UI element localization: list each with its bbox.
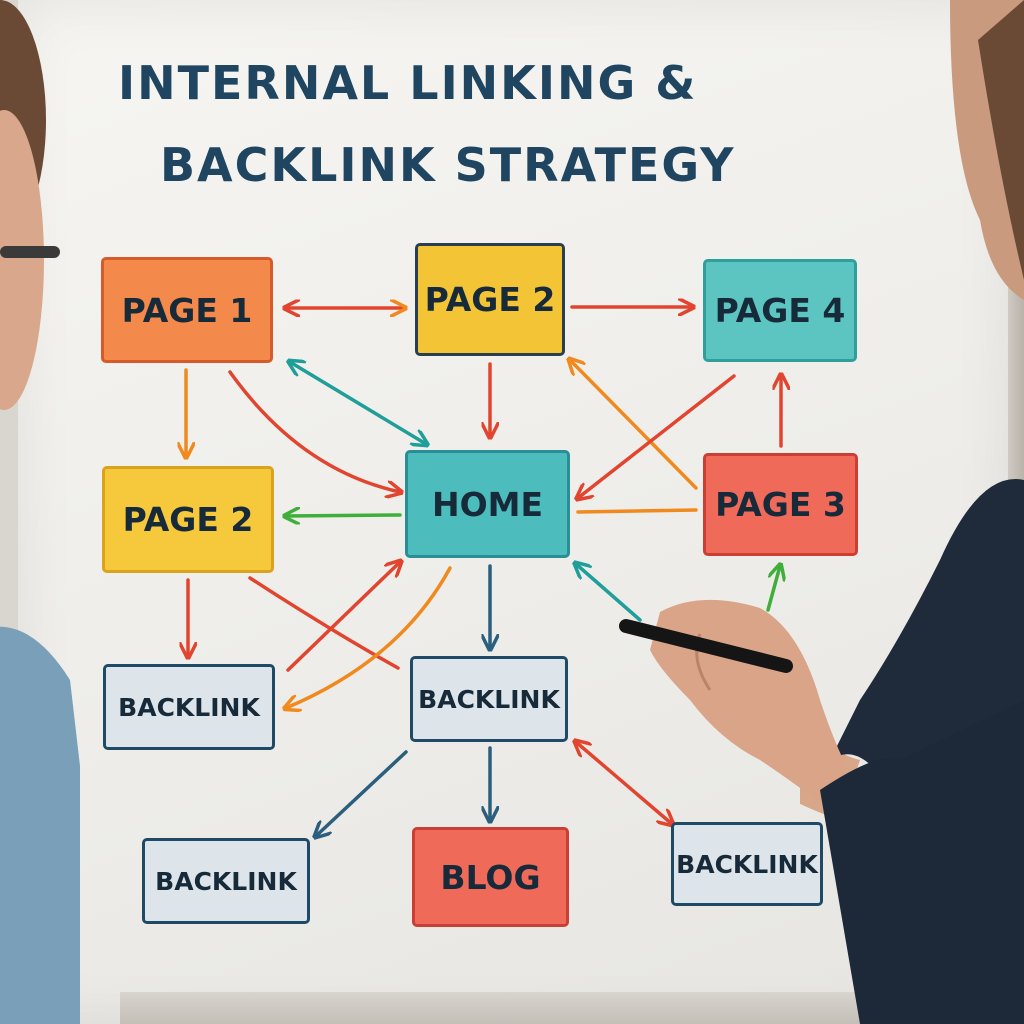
diagram-title-line-1: INTERNAL LINKING & bbox=[118, 56, 698, 110]
marker-pen-icon bbox=[619, 619, 793, 673]
node-home: HOME bbox=[405, 450, 570, 558]
whiteboard-tray bbox=[120, 992, 880, 1024]
arrow-backlink-center-right bbox=[576, 742, 672, 824]
node-backlink-right: BACKLINK bbox=[671, 822, 823, 906]
arrow-page3-page2 bbox=[570, 360, 698, 490]
node-backlink-center: BACKLINK bbox=[410, 656, 568, 742]
arrow-green-page3 bbox=[766, 566, 780, 612]
node-blog: BLOG bbox=[412, 827, 569, 927]
arrow-page1-home bbox=[228, 370, 400, 492]
arrow-home-backlink-left bbox=[286, 566, 452, 708]
node-backlink-left: BACKLINK bbox=[103, 664, 275, 750]
node-page-1: PAGE 1 bbox=[101, 257, 273, 363]
diagram-title-line-2: BACKLINK STRATEGY bbox=[160, 138, 736, 192]
arrow-pen-home bbox=[576, 564, 642, 622]
node-page-3: PAGE 3 bbox=[703, 453, 858, 556]
arrow-page3-home bbox=[576, 508, 698, 514]
node-page-4: PAGE 4 bbox=[703, 259, 857, 362]
arrow-home-page2-left bbox=[286, 515, 402, 516]
node-page-2-top: PAGE 2 bbox=[415, 243, 565, 356]
arrow-backlink-center-bottom-left bbox=[316, 750, 408, 836]
arrow-page2-backlink-center bbox=[248, 576, 400, 670]
node-backlink-bottom-left: BACKLINK bbox=[142, 838, 310, 924]
person-left-silhouette bbox=[0, 0, 80, 1024]
arrow-home-page1-teal bbox=[290, 362, 426, 444]
arrow-page4-home bbox=[578, 374, 736, 498]
node-page-2-left: PAGE 2 bbox=[102, 466, 274, 573]
arrow-backlink-left-home bbox=[286, 562, 400, 672]
glasses-icon bbox=[0, 246, 60, 258]
